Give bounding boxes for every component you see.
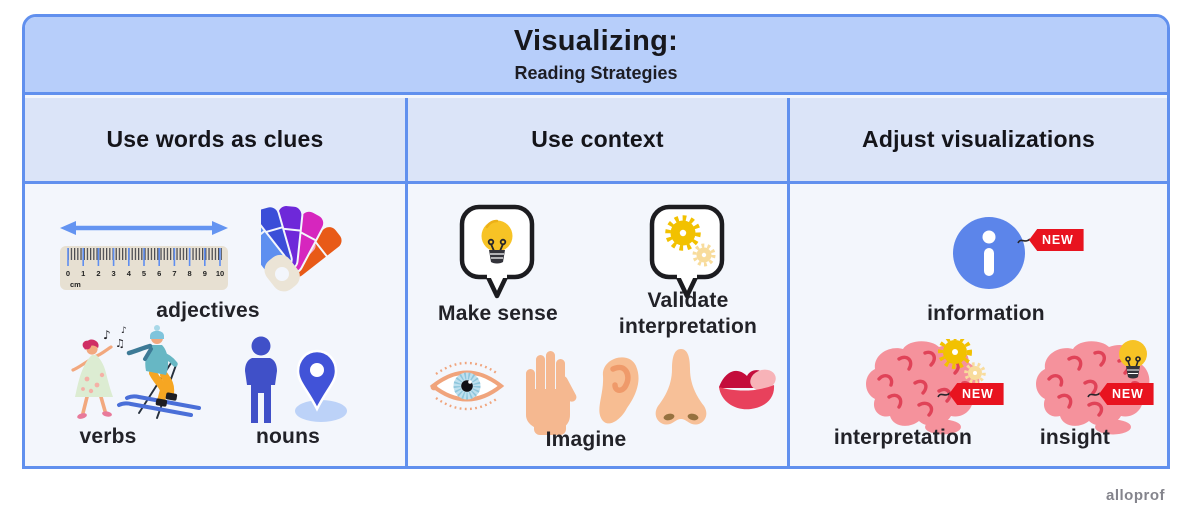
lightbulb-icon — [481, 219, 513, 264]
new-badge: NEW — [1087, 383, 1154, 405]
column-header-context: Use context — [531, 126, 664, 152]
gear-small-icon — [692, 243, 716, 267]
svg-text:1: 1 — [81, 269, 85, 278]
page-subtitle: Reading Strategies — [514, 63, 678, 83]
svg-text:3: 3 — [112, 269, 116, 278]
svg-text:♪: ♪ — [103, 328, 111, 342]
tag-string-icon — [1017, 238, 1031, 244]
label-insight: insight — [1039, 426, 1111, 449]
alloprof-logo: alloprof — [1106, 487, 1165, 504]
label-make-sense: Make sense — [438, 302, 558, 325]
label-adjectives: adjectives — [156, 299, 260, 322]
nose-icon — [655, 349, 707, 425]
tag-string-icon — [1087, 392, 1101, 398]
svg-text:cm: cm — [70, 280, 81, 289]
hand-icon — [526, 351, 577, 435]
brain-gears-icon — [866, 339, 986, 435]
tag-string-icon — [937, 392, 951, 398]
svg-text:2: 2 — [96, 269, 100, 278]
gears-bubble-icon — [649, 204, 725, 299]
person-icon — [245, 336, 277, 423]
lightbulb-icon — [1119, 340, 1147, 379]
title-band — [25, 17, 1167, 95]
label-validate-interpretation: Validate interpretation — [618, 289, 758, 338]
svg-text:8: 8 — [188, 269, 192, 278]
svg-text:♪: ♪ — [121, 326, 127, 336]
dancer-icon: ♪ ♫ ♪ — [71, 326, 127, 419]
svg-text:10: 10 — [216, 269, 224, 278]
ruler-icon: 0 1 2 3 4 5 6 7 8 9 10 cm — [60, 221, 228, 290]
new-badge-label: NEW — [949, 383, 1004, 405]
svg-text:6: 6 — [157, 269, 161, 278]
gear-icon — [665, 215, 701, 251]
map-pin-icon — [295, 349, 347, 422]
skier-icon — [117, 325, 201, 419]
color-fan-icon — [261, 204, 344, 292]
reading-strategies-card: Visualizing: Reading Strategies Use word… — [22, 14, 1170, 469]
new-badge-label: NEW — [1099, 383, 1154, 405]
gear-icon — [938, 339, 972, 369]
svg-text:0: 0 — [66, 269, 70, 278]
new-badge: NEW — [1017, 229, 1084, 251]
lips-icon — [719, 369, 776, 410]
label-nouns: nouns — [256, 425, 320, 448]
svg-text:♫: ♫ — [115, 337, 125, 350]
column-divider-2 — [787, 98, 790, 466]
page-title: Visualizing: — [513, 25, 679, 57]
new-badge-label: NEW — [1029, 229, 1084, 251]
label-interpretation: interpretation — [833, 426, 973, 449]
svg-text:5: 5 — [142, 269, 146, 278]
info-icon — [953, 217, 1025, 289]
label-verbs: verbs — [79, 425, 137, 448]
label-information: information — [927, 302, 1045, 325]
svg-text:9: 9 — [203, 269, 207, 278]
double-arrow-icon — [60, 221, 228, 235]
ear-icon — [599, 357, 639, 424]
column-header-adjust: Adjust visualizations — [862, 126, 1095, 152]
label-imagine: Imagine — [545, 428, 627, 451]
svg-text:7: 7 — [172, 269, 176, 278]
column-divider-1 — [405, 98, 408, 466]
new-badge: NEW — [937, 383, 1004, 405]
eye-icon — [429, 361, 505, 411]
music-notes-icon: ♪ ♫ ♪ — [103, 326, 127, 350]
svg-text:4: 4 — [127, 269, 132, 278]
column-header-words: Use words as clues — [106, 126, 324, 152]
lightbulb-bubble-icon — [459, 204, 535, 299]
column-header-row — [25, 98, 1167, 184]
gear-small-icon — [964, 362, 986, 384]
